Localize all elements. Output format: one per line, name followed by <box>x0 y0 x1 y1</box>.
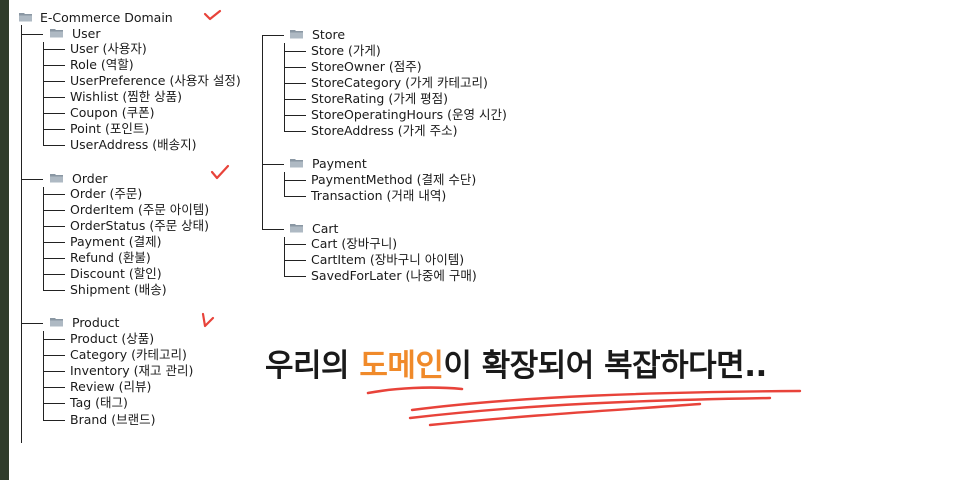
group-title-payment: Payment <box>312 156 367 171</box>
tree-branch-line <box>284 99 306 100</box>
tree-branch-line <box>284 244 306 245</box>
tree-item: Transaction (거래 내역) <box>311 188 447 203</box>
tree-branch-line <box>284 180 306 181</box>
tree-branch-line <box>262 229 284 230</box>
folder-icon <box>19 13 32 22</box>
tree-branch-line <box>284 51 306 52</box>
tree-branch-line <box>284 260 306 261</box>
tree-item: Cart (장바구니) <box>311 236 398 251</box>
tree-branch-line <box>284 172 285 196</box>
tree-item: PaymentMethod (결제 수단) <box>311 172 477 187</box>
tree-branch-line <box>21 25 22 443</box>
tree-branch-line <box>284 67 306 68</box>
tree-branch-line <box>43 113 65 114</box>
folder-icon <box>50 29 63 38</box>
group-title-order: Order <box>72 171 108 186</box>
tree-branch-line <box>284 115 306 116</box>
tree-branch-line <box>284 276 306 277</box>
folder-icon <box>290 159 303 168</box>
tree-item: Tag (태그) <box>70 395 128 410</box>
tree-item: Brand (브랜드) <box>70 412 156 427</box>
tree-item: User (사용자) <box>70 41 147 56</box>
tree-item: StoreRating (가게 평점) <box>311 91 449 106</box>
tree-branch-line <box>43 387 65 388</box>
tree-branch-line <box>21 34 43 35</box>
tree-branch-line <box>21 179 43 180</box>
tree-item: StoreCategory (가게 카테고리) <box>311 75 488 90</box>
tree-branch-line <box>43 242 65 243</box>
tree-branch-line <box>43 226 65 227</box>
tree-branch-line <box>43 42 44 146</box>
tree-item: Shipment (배송) <box>70 282 167 297</box>
folder-icon <box>50 318 63 327</box>
group-title-product: Product <box>72 315 120 330</box>
tree-branch-line <box>284 131 306 132</box>
tree-branch-line <box>43 194 65 195</box>
tree-item: Store (가게) <box>311 43 381 58</box>
tree-branch-line <box>43 65 65 66</box>
tree-branch-line <box>43 258 65 259</box>
tree-item: OrderStatus (주문 상태) <box>70 218 210 233</box>
tree-item: SavedForLater (나중에 구매) <box>311 268 477 283</box>
left-window-edge <box>0 0 9 480</box>
group-title-user: User <box>72 26 101 41</box>
tree-branch-line <box>262 35 263 229</box>
tree-branch-line <box>43 331 44 420</box>
tree-branch-line <box>43 274 65 275</box>
folder-icon <box>290 30 303 39</box>
tree-item: OrderItem (주문 아이템) <box>70 202 210 217</box>
tree-branch-line <box>43 129 65 130</box>
headline-caption: 우리의 도메인이 확장되어 복잡하다면.. <box>265 346 767 386</box>
tree-branch-line <box>43 420 65 421</box>
group-title-cart: Cart <box>312 221 339 236</box>
tree-branch-line <box>43 290 65 291</box>
tree-branch-line <box>43 339 65 340</box>
tree-branch-line <box>43 97 65 98</box>
tree-item: StoreOperatingHours (운영 시간) <box>311 107 507 122</box>
tree-branch-line <box>284 237 285 277</box>
tree-item: Coupon (쿠폰) <box>70 105 155 120</box>
tree-branch-line <box>284 83 306 84</box>
tree-item: UserAddress (배송지) <box>70 137 197 152</box>
headline-highlight: 도메인 <box>359 348 444 384</box>
tree-item: Role (역할) <box>70 57 134 72</box>
tree-branch-line <box>284 196 306 197</box>
tree-branch-line <box>43 403 65 404</box>
tree-item: CartItem (장바구니 아이템) <box>311 252 465 267</box>
tree-item: StoreOwner (점주) <box>311 59 422 74</box>
headline-text-before: 우리의 <box>265 348 360 384</box>
tree-branch-line <box>43 81 65 82</box>
tree-item: Point (포인트) <box>70 121 150 136</box>
tree-branch-line <box>21 323 43 324</box>
tree-item: StoreAddress (가게 주소) <box>311 123 458 138</box>
group-title-store: Store <box>312 27 346 42</box>
tree-branch-line <box>43 187 44 291</box>
tree-item: Inventory (재고 관리) <box>70 363 194 378</box>
tree-branch-line <box>262 164 284 165</box>
tree-item: Refund (환불) <box>70 250 151 265</box>
tree-item: Discount (할인) <box>70 266 162 281</box>
tree-branch-line <box>43 355 65 356</box>
tree-branch-line <box>284 43 285 132</box>
tree-branch-line <box>43 210 65 211</box>
folder-icon <box>50 174 63 183</box>
tree-item: UserPreference (사용자 설정) <box>70 73 241 88</box>
headline-text-after: 이 확장되어 복잡하다면.. <box>443 348 767 384</box>
tree-root-label: E-Commerce Domain <box>40 10 173 25</box>
tree-item: Wishlist (찜한 상품) <box>70 89 183 104</box>
tree-item: Payment (결제) <box>70 234 162 249</box>
tree-branch-line <box>262 35 284 36</box>
tree-branch-line <box>43 49 65 50</box>
tree-item: Order (주문) <box>70 186 143 201</box>
tree-item: Review (리뷰) <box>70 379 152 394</box>
tree-item: Product (상품) <box>70 331 155 346</box>
tree-item: Category (카테고리) <box>70 347 187 362</box>
tree-branch-line <box>43 145 65 146</box>
folder-icon <box>290 224 303 233</box>
tree-branch-line <box>43 371 65 372</box>
